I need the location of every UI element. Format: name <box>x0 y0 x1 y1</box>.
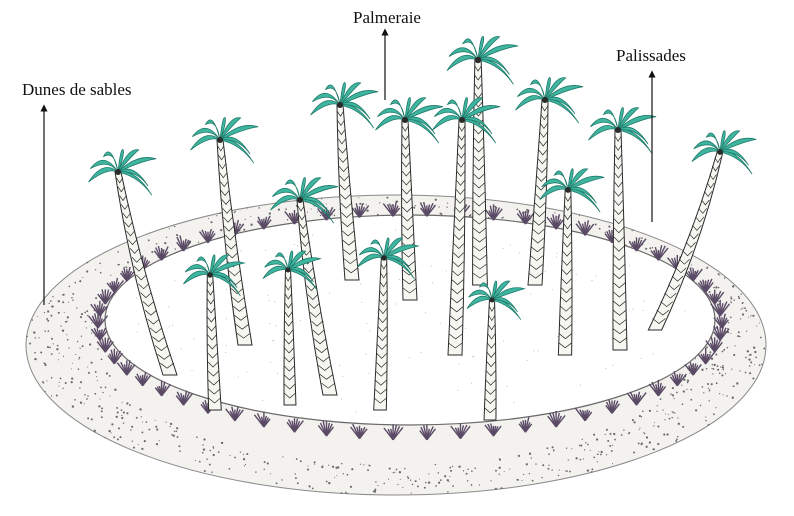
dunes-label: Dunes de sables <box>22 80 132 100</box>
palissades-label: Palissades <box>616 46 686 66</box>
palmeraie-label: Palmeraie <box>353 8 421 28</box>
